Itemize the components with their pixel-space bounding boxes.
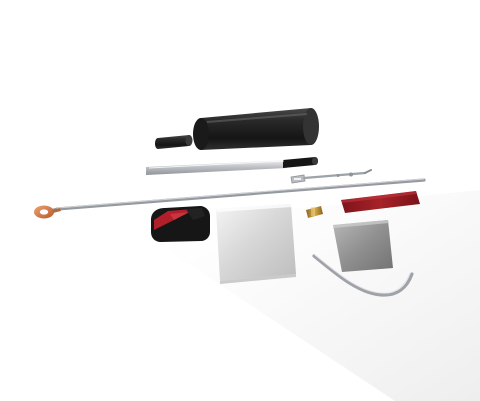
silver-panel bbox=[216, 204, 296, 284]
red-strip bbox=[341, 191, 420, 213]
long-wire-with-ring-terminal bbox=[34, 178, 426, 219]
small-heat-shrink-sleeve bbox=[155, 135, 193, 149]
brass-connector bbox=[306, 206, 323, 218]
thin-pin-with-hook bbox=[290, 169, 372, 184]
large-heat-shrink-tube bbox=[193, 108, 319, 150]
ring-terminal bbox=[34, 205, 61, 219]
metal-rod-with-black-sleeve bbox=[146, 157, 318, 175]
grey-pad bbox=[333, 220, 393, 272]
curved-strip bbox=[312, 254, 414, 297]
floor-shadow bbox=[130, 190, 480, 401]
red-black-boot bbox=[151, 206, 210, 242]
